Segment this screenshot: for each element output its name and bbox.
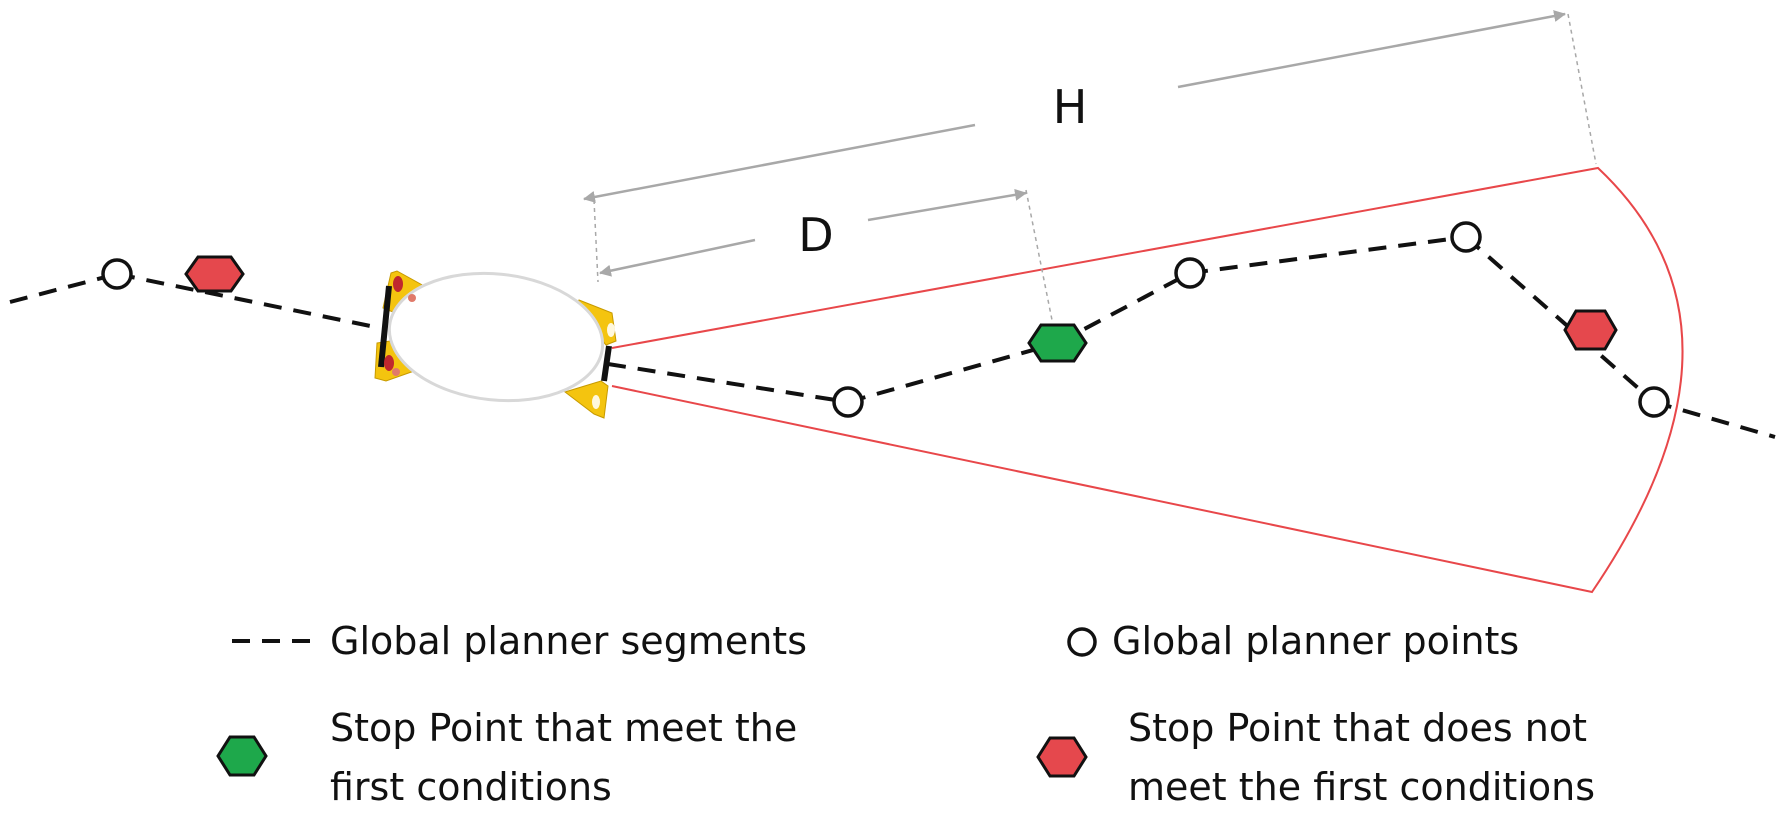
hexagon-icon bbox=[216, 735, 268, 777]
stop-points bbox=[184, 255, 1618, 363]
legend-label-segments: Global planner segments bbox=[330, 619, 807, 663]
hexagon-icon bbox=[184, 255, 245, 293]
d-arrow-right bbox=[867, 188, 1027, 222]
path-segment bbox=[9, 272, 118, 304]
h-arrow-right bbox=[1177, 10, 1566, 89]
circle-outline-icon bbox=[1067, 627, 1097, 657]
circle-outline-icon bbox=[1638, 386, 1670, 418]
path-segment bbox=[847, 341, 1059, 404]
robot-light bbox=[607, 323, 615, 337]
robot-sensor bbox=[393, 276, 403, 292]
hexagon-icon bbox=[1563, 309, 1618, 351]
dimension-lines bbox=[583, 10, 1597, 321]
robot-icon bbox=[374, 270, 617, 419]
legend-label-stop-not-meet-line1: Stop Point that does not bbox=[1128, 706, 1587, 750]
path-segment bbox=[1653, 400, 1776, 439]
robot-sensor bbox=[384, 355, 394, 371]
dimension-label-d: D bbox=[798, 208, 833, 262]
path-segment bbox=[1189, 235, 1467, 275]
legend-label-stop-meet-line2: first conditions bbox=[330, 765, 612, 809]
planner-points bbox=[101, 221, 1670, 418]
hexagon-icon bbox=[1036, 736, 1088, 778]
dimension-label-h: H bbox=[1053, 80, 1088, 134]
path-segment bbox=[1464, 235, 1656, 404]
legend-label-stop-not-meet-line2: meet the first conditions bbox=[1128, 765, 1595, 809]
extension-line bbox=[1025, 189, 1053, 321]
robot-rear-bumper bbox=[378, 285, 392, 368]
extension-line bbox=[593, 199, 599, 283]
extension-line bbox=[1567, 13, 1597, 165]
hexagon-icon bbox=[1027, 323, 1088, 363]
global-planner-path bbox=[9, 235, 1776, 439]
circle-outline-icon bbox=[101, 258, 133, 290]
path-segment bbox=[1057, 271, 1191, 345]
legend-item-points: Global planner points bbox=[1067, 619, 1519, 663]
robot-sensor bbox=[408, 294, 416, 302]
detection-cone bbox=[611, 166, 1684, 594]
robot-sensor bbox=[392, 368, 400, 376]
legend-item-segments: Global planner segments bbox=[232, 619, 807, 663]
legend-label-points: Global planner points bbox=[1112, 619, 1519, 663]
legend: Global planner segments Global planner p… bbox=[216, 619, 1595, 809]
circle-outline-icon bbox=[832, 386, 864, 418]
legend-item-stop-not-meet: Stop Point that does not meet the first … bbox=[1036, 706, 1595, 809]
legend-item-stop-meet: Stop Point that meet the first condition… bbox=[216, 706, 797, 809]
path-segment bbox=[116, 272, 381, 330]
h-arrow-left bbox=[583, 123, 976, 203]
path-segment bbox=[607, 362, 849, 404]
circle-outline-icon bbox=[1174, 257, 1206, 289]
robot-wheel-front-bottom bbox=[563, 380, 609, 419]
circle-outline-icon bbox=[1450, 221, 1482, 253]
legend-label-stop-meet-line1: Stop Point that meet the bbox=[330, 706, 797, 750]
d-arrow-left bbox=[599, 238, 756, 277]
robot-light bbox=[592, 395, 600, 409]
robot-body bbox=[387, 271, 605, 403]
robot-front-bumper bbox=[601, 345, 612, 382]
